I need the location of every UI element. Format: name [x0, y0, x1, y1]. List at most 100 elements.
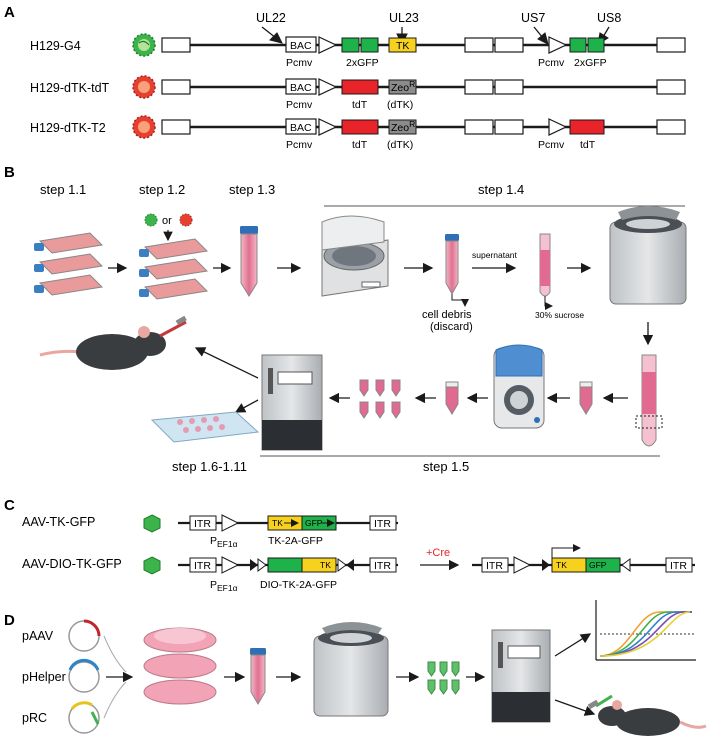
svg-text:PEF1α: PEF1α: [210, 579, 238, 593]
bac-label: BAC: [290, 40, 312, 52]
promoter-subscript: EF1α: [217, 583, 238, 593]
microtube-icon: [445, 381, 459, 415]
cell-debris-label: cell debris: [422, 309, 472, 321]
construct-name: H129-dTK-T2: [30, 121, 106, 135]
construct-row-h129-dtk-t2: H129-dTK-T2 BAC ZeoR Pcmv tdT (dTK) Pcmv…: [30, 115, 686, 151]
gfp-label: GFP: [305, 518, 323, 528]
cassette-label: TK-2A-GFP: [268, 535, 323, 547]
step-label: step 1.6-1.11: [172, 459, 247, 474]
panel-label-a: A: [4, 4, 15, 21]
zeo-label: Zeo: [391, 122, 409, 134]
ultracentrifuge-tube-icon: [635, 354, 663, 447]
construct-name: H129-G4: [30, 39, 81, 53]
culture-dishes-icon: [143, 627, 217, 705]
aav-name: AAV-DIO-TK-GFP: [22, 557, 122, 571]
plasmid-label: pHelper: [22, 670, 66, 684]
virus-red-icon: [132, 115, 156, 139]
tk-label: TK: [272, 518, 283, 528]
plasmid-icons: pAAV pHelper pRC: [22, 619, 101, 734]
zeo-superscript: R: [409, 119, 415, 129]
sucrose-label: 30% sucrose: [535, 310, 584, 320]
or-label: or: [162, 215, 172, 227]
tk-label-reversed: TK: [320, 560, 331, 570]
gfp2-label: 2xGFP: [574, 57, 607, 69]
freezer-icon: [261, 354, 323, 451]
panel-label-c: C: [4, 497, 15, 514]
itr-label: ITR: [486, 560, 503, 572]
step-label: step 1.5: [423, 459, 469, 474]
aliquot-tubes-icon: [359, 379, 401, 419]
panel-label-b: B: [4, 164, 15, 181]
pcmv-label: Pcmv: [286, 99, 313, 111]
dtk-label: (dTK): [387, 139, 413, 151]
panel-label-d: D: [4, 612, 15, 629]
conical-tube-icon: [445, 234, 469, 307]
discard-label: (discard): [430, 321, 473, 333]
supernatant-label: supernatant: [472, 250, 518, 260]
aliquot-tubes-icon: [427, 661, 460, 695]
pcmv-label: Pcmv: [286, 57, 313, 69]
gfp2-label: 2xGFP: [346, 57, 379, 69]
construct-row-h129-g4: H129-G4 BAC TK Pcmv 2xGFP Pcmv 2xGFP: [30, 33, 686, 69]
ultracentrifuge-tube-icon: [539, 233, 553, 310]
tdt-label: tdT: [580, 139, 596, 151]
well-plate-icon: [150, 411, 260, 443]
mouse-icon: [587, 694, 707, 736]
freezer-icon: [491, 629, 551, 723]
ultracentrifuge-icon: [313, 622, 389, 717]
pcmv-label: Pcmv: [538, 57, 565, 69]
itr-label: ITR: [374, 518, 391, 530]
pcmv-label: Pcmv: [538, 139, 565, 151]
itr-label: ITR: [194, 518, 211, 530]
zeo-label: Zeo: [391, 82, 409, 94]
virus-green-icon: [132, 33, 156, 57]
culture-flasks-icon: [139, 238, 209, 300]
promoter-label: P: [210, 579, 217, 591]
cre-label: +Cre: [426, 547, 450, 559]
conical-tube-icon: [240, 226, 258, 297]
aav-green-icon: [143, 556, 161, 575]
aav-name: AAV-TK-GFP: [22, 515, 95, 529]
centrifuge-icon: [321, 215, 389, 297]
cassette-label: DIO-TK-2A-GFP: [260, 579, 337, 591]
tdt-label: tdT: [352, 99, 368, 111]
step-label: step 1.2: [139, 182, 185, 197]
construct-name: H129-dTK-tdT: [30, 81, 110, 95]
microcentrifuge-icon: [493, 344, 545, 429]
construct-row-h129-dtk-tdt: H129-dTK-tdT BAC ZeoR Pcmv tdT (dTK): [30, 75, 686, 111]
tdt-label: tdT: [352, 139, 368, 151]
plasmid-label: pAAV: [22, 629, 54, 643]
bac-label: BAC: [290, 82, 312, 94]
step-label: step 1.1: [40, 182, 86, 197]
recombined-construct: ITR TK GFP ITR: [472, 544, 695, 574]
locus-us8: US8: [597, 11, 621, 25]
promoter-label: P: [210, 535, 217, 547]
virus-red-icon: [132, 75, 156, 99]
locus-ul22: UL22: [256, 11, 286, 25]
virus-choice: or: [144, 213, 193, 242]
svg-text:ZeoR: ZeoR: [391, 79, 415, 94]
svg-text:PEF1α: PEF1α: [210, 535, 238, 549]
promoter-subscript: EF1α: [217, 539, 238, 549]
locus-ul23: UL23: [389, 11, 419, 25]
tk-label: TK: [556, 560, 567, 570]
bac-label: BAC: [290, 122, 312, 134]
step-label: step 1.4: [478, 182, 524, 197]
zeo-superscript: R: [409, 79, 415, 89]
dtk-label: (dTK): [387, 99, 413, 111]
culture-flasks-icon: [34, 232, 104, 296]
aav-green-icon: [143, 514, 161, 533]
microtube-icon: [579, 381, 593, 415]
step-label: step 1.3: [229, 182, 275, 197]
ultracentrifuge-icon: [609, 206, 687, 305]
locus-us7: US7: [521, 11, 545, 25]
svg-text:ZeoR: ZeoR: [391, 119, 415, 134]
itr-label: ITR: [194, 560, 211, 572]
pcmv-label: Pcmv: [286, 139, 313, 151]
mouse-icon: [39, 315, 187, 370]
tk-label: TK: [396, 40, 409, 52]
qpcr-curves: [595, 600, 696, 661]
itr-label: ITR: [670, 560, 687, 572]
plasmid-label: pRC: [22, 711, 47, 725]
